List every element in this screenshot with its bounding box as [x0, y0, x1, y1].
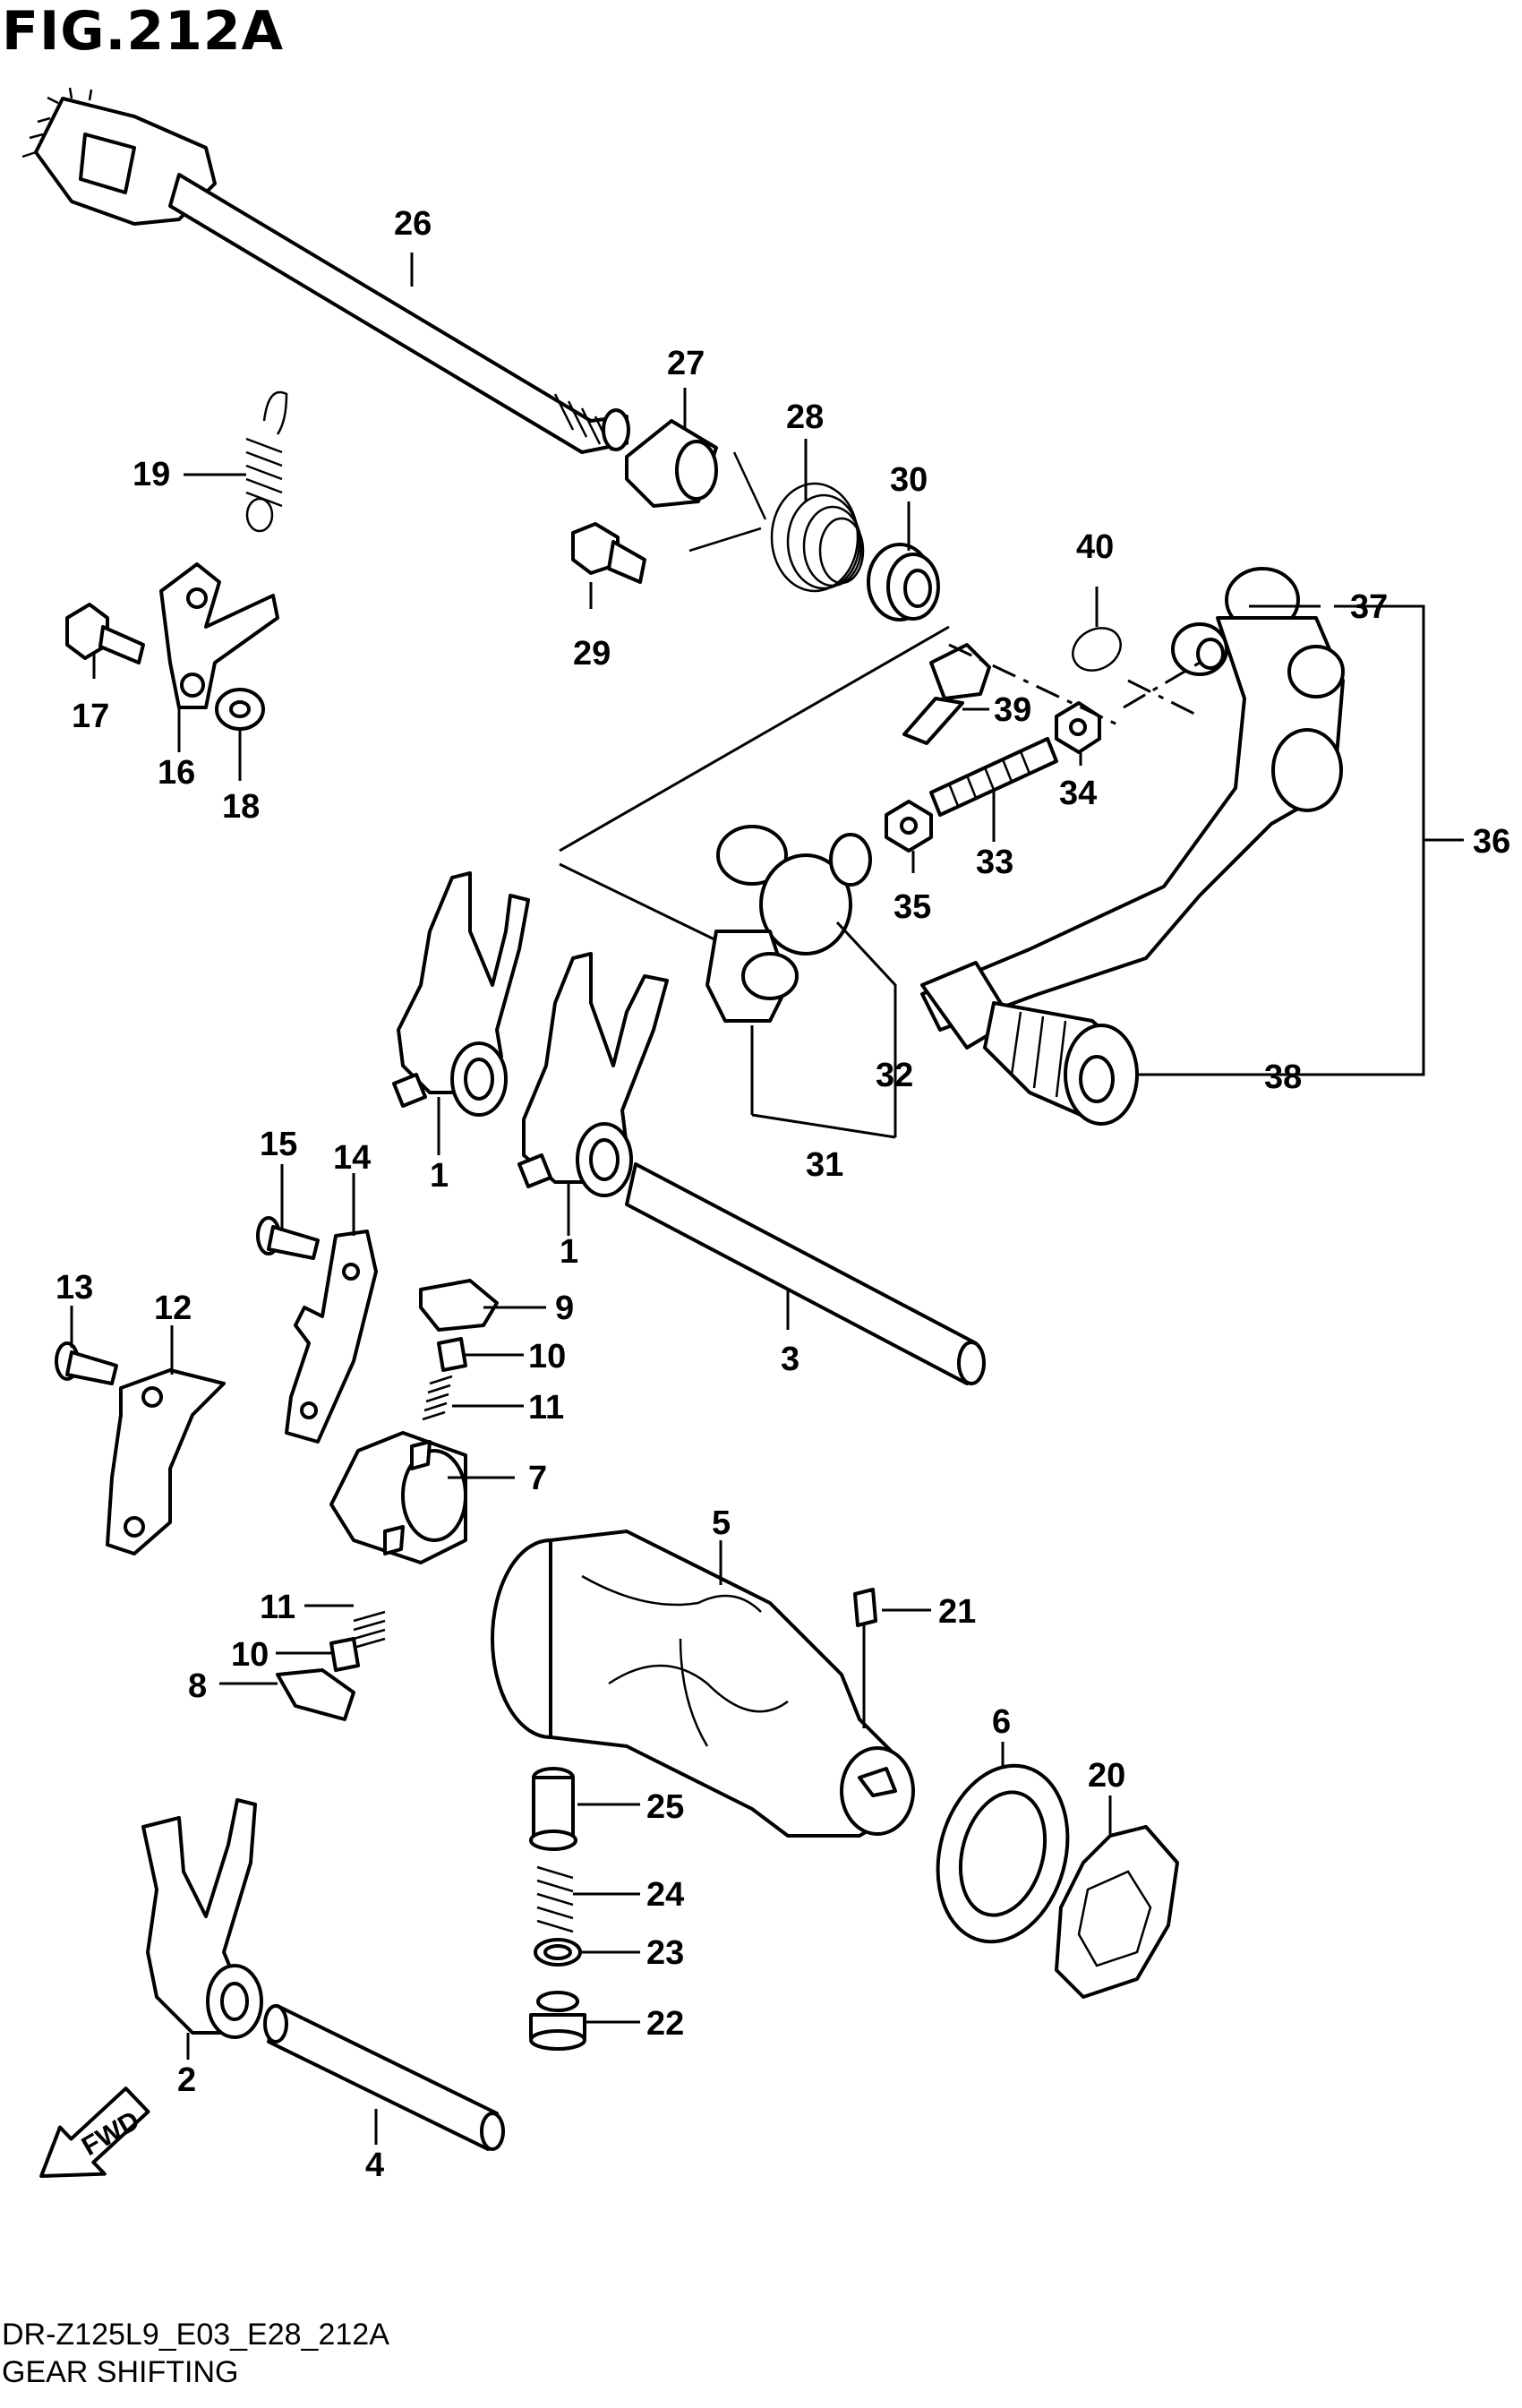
- spring-24: [536, 1865, 574, 1933]
- callout-labels: 26 27 28 30 19 29 17 16 18 40 37 36 39 3…: [56, 205, 1510, 2184]
- callout-27: 27: [667, 345, 705, 382]
- callout-14: 14: [333, 1139, 371, 1177]
- callout-11a: 11: [528, 1389, 564, 1427]
- pin-10a: [437, 1337, 467, 1372]
- spring-11a: [422, 1375, 453, 1421]
- callout-16: 16: [158, 754, 195, 792]
- washer-18: [215, 688, 265, 731]
- callout-5: 5: [712, 1504, 731, 1542]
- gear-shift-lever: [920, 567, 1345, 1126]
- pin-10b: [329, 1637, 360, 1672]
- pin-21: [853, 1588, 877, 1627]
- washer-6: [936, 1763, 1070, 1944]
- pawl-9: [419, 1279, 499, 1332]
- callout-1b: 1: [560, 1233, 578, 1271]
- pin-25: [529, 1767, 577, 1851]
- screw-15: [256, 1216, 320, 1260]
- spring-11b: [353, 1610, 386, 1650]
- cam-7: [329, 1431, 467, 1564]
- shift-cam-drum: [491, 1530, 915, 1838]
- collar: [625, 419, 718, 508]
- callout-19: 19: [133, 456, 170, 493]
- callout-8: 8: [188, 1667, 207, 1705]
- cam-stopper-plate-20: [1055, 1825, 1179, 1999]
- callout-4: 4: [365, 2147, 384, 2184]
- callout-3: 3: [781, 1341, 799, 1378]
- shift-fork-2: [141, 1798, 263, 2039]
- callout-15: 15: [260, 1126, 297, 1163]
- callout-33: 33: [976, 844, 1013, 881]
- fork-shaft-4: [263, 2004, 505, 2151]
- fork-shaft-3: [625, 1162, 986, 1385]
- callout-17: 17: [72, 698, 109, 735]
- o-ring-23: [534, 1938, 582, 1967]
- callout-26: 26: [394, 205, 432, 243]
- shift-fork-1a: [392, 871, 530, 1117]
- callout-22: 22: [646, 2005, 684, 2043]
- callout-6: 6: [992, 1703, 1011, 1741]
- callout-12: 12: [154, 1290, 192, 1327]
- callout-28: 28: [786, 398, 824, 436]
- callout-35: 35: [894, 888, 931, 926]
- callout-10b: 10: [231, 1636, 269, 1674]
- callout-1a: 1: [430, 1157, 449, 1195]
- callout-9: 9: [555, 1290, 574, 1327]
- callout-37: 37: [1350, 588, 1388, 626]
- model-code: DR-Z125L9_E03_E28_212A: [2, 2318, 389, 2352]
- shift-fork-1b: [517, 952, 669, 1197]
- oil-seal: [867, 543, 940, 621]
- callout-13: 13: [56, 1269, 93, 1307]
- tie-rod: [929, 737, 1058, 817]
- callout-31: 31: [806, 1146, 843, 1184]
- figure-title: FIG.212A: [2, 0, 285, 63]
- return-spring: [688, 451, 865, 593]
- callout-21: 21: [938, 1593, 976, 1631]
- callout-25: 25: [646, 1788, 684, 1826]
- bolt-39: [902, 643, 991, 745]
- callout-34: 34: [1059, 775, 1097, 812]
- plate-12: [106, 1368, 226, 1555]
- callout-18: 18: [222, 788, 260, 826]
- callout-11b: 11: [260, 1589, 295, 1626]
- callout-38: 38: [1264, 1058, 1302, 1096]
- pawl-8: [276, 1668, 355, 1721]
- plate-14: [285, 1230, 378, 1444]
- callout-23: 23: [646, 1934, 684, 1972]
- shift-arm: [705, 825, 872, 1023]
- fwd-arrow-icon: FWD: [39, 2087, 150, 2178]
- callout-32: 32: [876, 1057, 913, 1094]
- stopper-plate: [159, 562, 279, 709]
- gear-shift-shaft: [21, 87, 630, 454]
- section-name: GEAR SHIFTING: [2, 2355, 239, 2389]
- callout-39: 39: [994, 691, 1031, 729]
- callout-2: 2: [177, 2061, 196, 2099]
- leader-lines: [70, 253, 1464, 2145]
- bolt-17: [65, 603, 145, 664]
- callout-7: 7: [528, 1460, 547, 1497]
- callout-30: 30: [890, 461, 928, 499]
- plug-22: [529, 1991, 586, 2051]
- callout-29: 29: [573, 635, 611, 673]
- callout-10a: 10: [528, 1338, 566, 1375]
- callout-24: 24: [646, 1876, 684, 1914]
- spring-19: [245, 390, 288, 533]
- callout-20: 20: [1088, 1757, 1125, 1795]
- callout-40: 40: [1076, 528, 1114, 566]
- stopper-bolt: [571, 522, 646, 584]
- nuts: [885, 701, 1101, 853]
- screw-13: [55, 1341, 118, 1385]
- circlip: [1072, 627, 1122, 672]
- callout-36: 36: [1473, 823, 1510, 861]
